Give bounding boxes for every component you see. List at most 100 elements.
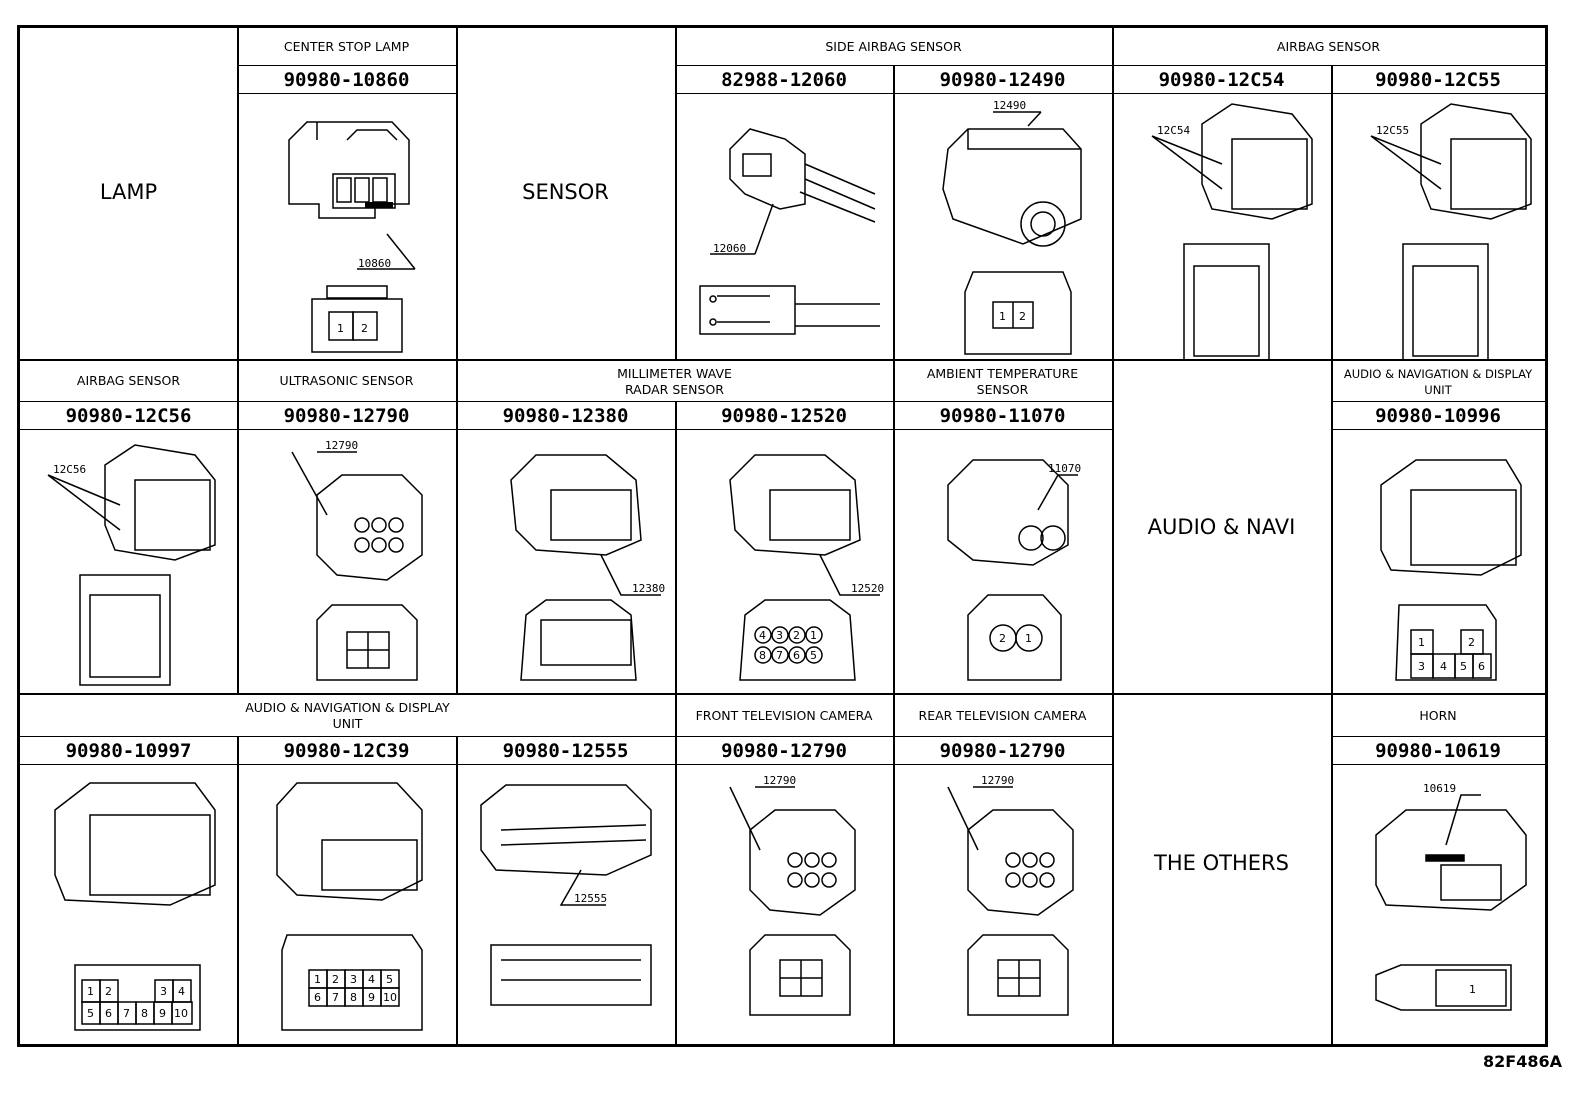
row-divider (20, 693, 1545, 695)
col-divider (456, 361, 458, 693)
pin-label: 4 (1440, 660, 1447, 673)
part-number: 90980-10997 (65, 740, 192, 762)
pin-label: 5 (810, 649, 817, 662)
part-tag: 10619 (1423, 782, 1456, 795)
pin-label: 8 (141, 1007, 148, 1020)
header-divider (237, 65, 456, 66)
connector-drawing-12555: 12555 (480, 784, 652, 1006)
category-sensor: SENSOR (522, 180, 609, 204)
connector-drawing-12520: 12520 4 3 2 1 8 7 6 5 (729, 454, 884, 681)
col-divider (1112, 361, 1114, 693)
header-divider (20, 429, 1112, 430)
pin-label: 6 (105, 1007, 112, 1020)
row-divider (20, 359, 1545, 361)
part-tag: 11070 (1048, 462, 1081, 475)
col-divider (1112, 28, 1114, 359)
header-divider (20, 764, 1112, 765)
part-number: 90980-12380 (502, 405, 629, 427)
part-number: 90980-10860 (283, 69, 410, 91)
part-number: 90980-12555 (502, 740, 629, 762)
header-divider (1331, 736, 1545, 737)
pin-label: 1 (1469, 983, 1476, 996)
diagram-code: 82F486A (1483, 1052, 1562, 1071)
col-divider (237, 28, 239, 359)
pin-label: 2 (999, 632, 1006, 645)
connector-chart-table: LAMP CENTER STOP LAMP 90980-10860 10860 … (17, 25, 1548, 1047)
pin-label: 1 (337, 322, 344, 335)
part-tag: 12790 (763, 774, 796, 787)
col-divider (893, 695, 895, 1047)
part-number: 90980-12520 (721, 405, 847, 427)
connector-drawing-11070: 11070 2 1 (947, 459, 1081, 681)
pin-label: 6 (1478, 660, 1485, 673)
pin-label: 1 (999, 310, 1006, 323)
header-divider (237, 93, 456, 94)
pin-label: 5 (87, 1007, 94, 1020)
part-number: 90980-12790 (283, 405, 410, 427)
part-number: 90980-12C54 (1158, 69, 1285, 91)
pin-label: 2 (1468, 636, 1475, 649)
col-divider (1112, 695, 1114, 1047)
title-ultrasonic-sensor: ULTRASONIC SENSOR (279, 373, 414, 388)
part-number: 90980-11070 (939, 405, 1066, 427)
part-number: 90980-12C55 (1375, 69, 1501, 91)
pin-label: 2 (793, 629, 800, 642)
pin-label: 8 (759, 649, 766, 662)
part-tag: 12380 (632, 582, 665, 595)
connector-drawing-12060: 12060 (699, 128, 880, 335)
title-audio-nav-display: AUDIO & NAVIGATION & DISPLAY UNIT (245, 700, 450, 731)
part-number: 90980-12790 (721, 740, 847, 762)
col-divider (675, 28, 677, 359)
pin-label: 9 (159, 1007, 166, 1020)
pin-label: 3 (350, 973, 357, 986)
connector-drawing-12790-rear: 12790 (947, 774, 1074, 1016)
connector-drawing-10619: 10619 1 (1375, 782, 1527, 1011)
header-divider (20, 736, 1112, 737)
pin-label: 1 (810, 629, 817, 642)
title-front-tv-camera: FRONT TELEVISION CAMERA (695, 708, 873, 723)
pin-label: 1 (1418, 636, 1425, 649)
part-tag: 12C56 (53, 463, 86, 476)
col-divider (893, 65, 895, 359)
col-divider (1331, 65, 1333, 359)
part-tag: 12520 (851, 582, 884, 595)
connector-drawing-12380: 12380 (510, 454, 665, 681)
part-tag: 12490 (993, 99, 1026, 112)
part-number: 90980-12C56 (65, 405, 192, 427)
header-divider (1331, 429, 1545, 430)
part-number: 90980-10619 (1375, 740, 1501, 762)
pin-label: 4 (759, 629, 766, 642)
pin-label: 3 (160, 985, 167, 998)
title-side-airbag-sensor: SIDE AIRBAG SENSOR (825, 39, 962, 54)
header-divider (1331, 764, 1545, 765)
col-divider (237, 361, 239, 693)
part-tag: 12790 (981, 774, 1014, 787)
connector-drawing-10860: 10860 1 2 (288, 121, 416, 353)
connector-drawing-10997: 1 2 3 4 5 6 7 8 9 10 (54, 782, 216, 1031)
col-divider (675, 695, 677, 1047)
col-divider (1331, 361, 1333, 693)
pin-label: 9 (368, 991, 375, 1004)
connector-drawing-10996: 1 2 3 4 5 6 (1380, 459, 1522, 681)
pin-label: 6 (314, 991, 321, 1004)
pin-label: 6 (793, 649, 800, 662)
header-divider (675, 65, 1545, 66)
pin-label: 4 (178, 985, 185, 998)
header-divider (20, 401, 1112, 402)
header-divider (675, 93, 1545, 94)
col-divider (1331, 695, 1333, 1047)
title-center-stop-lamp: CENTER STOP LAMP (283, 39, 410, 54)
part-number: 90980-12490 (939, 69, 1066, 91)
pin-label: 4 (368, 973, 375, 986)
pin-label: 2 (105, 985, 112, 998)
part-tag: 10860 (358, 257, 391, 270)
pin-label: 5 (1460, 660, 1467, 673)
pin-label: 7 (776, 649, 783, 662)
header-divider (1331, 401, 1545, 402)
category-the-others: THE OTHERS (1154, 851, 1289, 875)
part-tag: 12C54 (1157, 124, 1190, 137)
col-divider (237, 736, 239, 1047)
pin-label: 1 (87, 985, 94, 998)
connector-drawing-12790-front: 12790 (729, 774, 856, 1016)
pin-label: 2 (361, 322, 368, 335)
